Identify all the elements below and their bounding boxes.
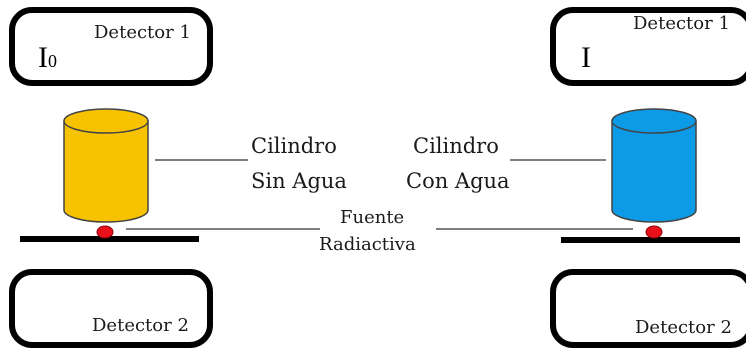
right-cylinder-label-1: Cilindro bbox=[413, 134, 499, 158]
source-label-1: Fuente bbox=[340, 207, 404, 228]
right-cylinder-body bbox=[611, 120, 697, 223]
right-cylinder-top bbox=[611, 108, 697, 134]
right-detector-1-label: Detector 1 bbox=[633, 13, 730, 34]
left-cylinder-body bbox=[63, 120, 149, 223]
right-detector-2-label: Detector 2 bbox=[635, 317, 732, 338]
right-cylinder-label-2: Con Agua bbox=[406, 169, 510, 193]
left-detector-1-label: Detector 1 bbox=[94, 22, 191, 43]
right-detector-2-box bbox=[550, 269, 746, 348]
right-intensity-symbol: I bbox=[581, 41, 591, 74]
source-label-2: Radiactiva bbox=[319, 234, 416, 255]
right-detector-1-box bbox=[550, 7, 746, 86]
left-cylinder-top bbox=[63, 108, 149, 134]
left-cylinder-dry bbox=[63, 108, 149, 223]
left-detector-2-label: Detector 2 bbox=[92, 315, 189, 336]
right-cylinder-water bbox=[611, 108, 697, 223]
left-source-dot bbox=[96, 225, 114, 239]
left-intensity-symbol: I0 bbox=[38, 41, 57, 74]
left-detector-1-box bbox=[9, 7, 213, 86]
left-detector-2-box bbox=[9, 269, 213, 348]
right-source-dot bbox=[645, 225, 663, 239]
left-cylinder-label-2: Sin Agua bbox=[251, 169, 347, 193]
left-cylinder-label-1: Cilindro bbox=[251, 134, 337, 158]
